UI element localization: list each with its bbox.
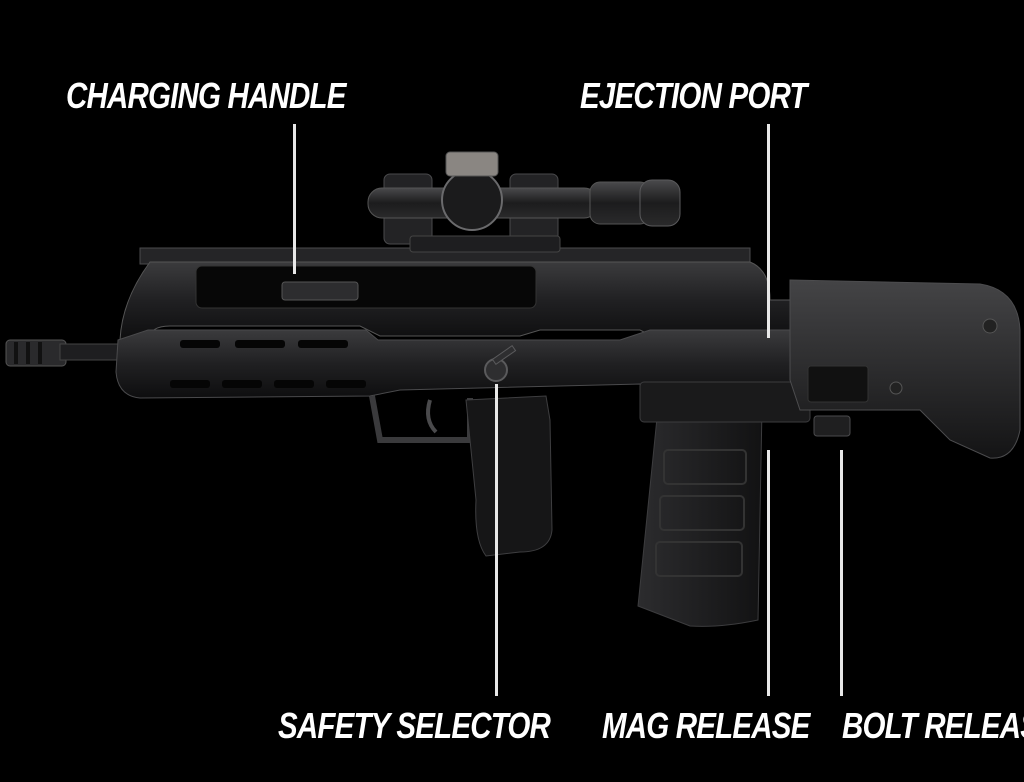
trigger (426, 399, 438, 434)
bolt-release-leader-line (840, 450, 843, 696)
scope (367, 151, 681, 231)
mag-well (639, 381, 811, 423)
mlok-slots (170, 340, 366, 388)
magazine (637, 407, 763, 627)
mag-release-leader-line (767, 450, 770, 696)
pistol-grip (465, 395, 553, 557)
barrel (5, 339, 121, 367)
charging-handle-leader-line (293, 124, 296, 274)
magazine-texture (655, 449, 747, 577)
safety-selector-label: SAFETY SELECTOR (278, 705, 551, 746)
charging-handle-slot (195, 265, 537, 309)
bolt-release (813, 415, 851, 437)
trigger-guard (369, 395, 473, 443)
safety-selector-leader-line (495, 384, 498, 696)
bolt-release-label: BOLT RELEASE (842, 705, 1024, 746)
ejection-port-leader-line (767, 124, 770, 338)
mag-release-label: MAG RELEASE (602, 705, 810, 746)
charging-handle (281, 281, 359, 301)
stock (789, 279, 1021, 459)
ejection-port-label: EJECTION PORT (580, 75, 807, 116)
charging-handle-label: CHARGING HANDLE (66, 75, 346, 116)
